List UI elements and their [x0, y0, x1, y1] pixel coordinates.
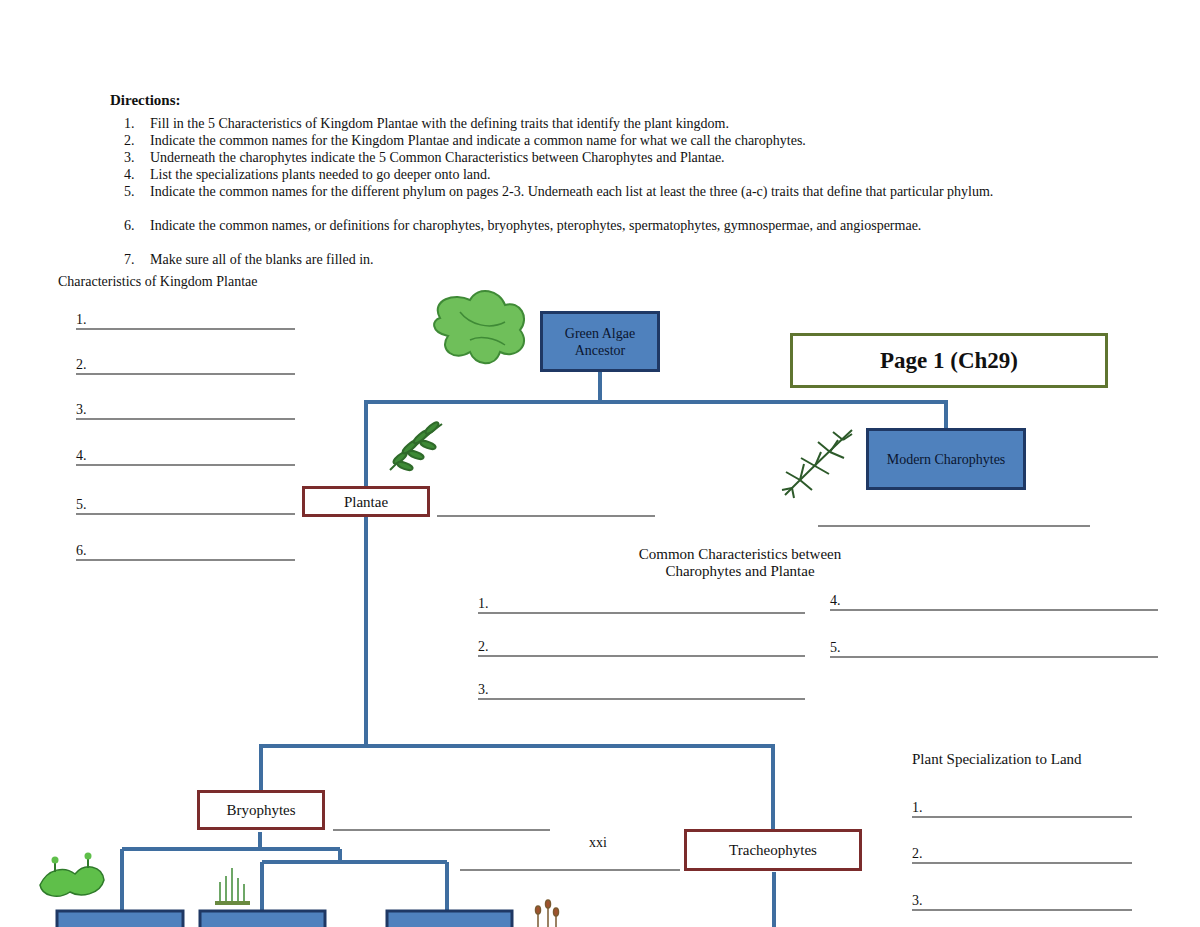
- node-text: Green Algae Ancestor: [549, 325, 651, 359]
- blank-number: 3.: [124, 150, 135, 166]
- blank-number: 6.: [124, 218, 135, 234]
- blank-number: 5.: [124, 184, 135, 200]
- blank-number: 4.: [76, 448, 87, 464]
- algae-picture: [434, 291, 524, 363]
- note-text: Indicate the common names, or definition…: [150, 218, 980, 234]
- blank-number: 1.: [76, 312, 87, 328]
- fern-picture: [390, 421, 442, 472]
- node-text: Page 1 (Ch29): [880, 348, 1018, 374]
- note-text: Plant Specialization to Land: [912, 751, 1082, 768]
- group-box: Tracheophytes: [684, 829, 862, 871]
- ancestor-box: Green Algae Ancestor: [540, 311, 660, 372]
- blank-number: 7.: [124, 252, 135, 268]
- note-text: List the specializations plants needed t…: [150, 167, 1085, 183]
- charophyte-picture: [782, 430, 852, 498]
- blank-number: 2.: [76, 357, 87, 373]
- blank-number: 3.: [912, 893, 923, 909]
- node-text: Bryophytes: [226, 801, 295, 819]
- blank-number: 2.: [124, 133, 135, 149]
- blank-number: 6.: [76, 543, 87, 559]
- blank-number: 4.: [124, 167, 135, 183]
- note-text: Characteristics of Kingdom Plantae: [58, 274, 257, 290]
- group-box: Bryophytes: [197, 790, 325, 830]
- blank-number: 2.: [478, 639, 489, 655]
- blank-number: 3.: [478, 682, 489, 698]
- blank-number: 4.: [830, 593, 841, 609]
- group-box: Modern Charophytes: [866, 428, 1026, 490]
- node-text: Modern Charophytes: [887, 451, 1006, 468]
- node-text: Tracheophytes: [729, 841, 817, 859]
- blank-number: 1.: [478, 596, 489, 612]
- note-text: Make sure all of the blanks are filled i…: [150, 252, 1085, 268]
- blank-lines: [76, 329, 1158, 910]
- blank-number: 1.: [912, 800, 923, 816]
- tree-connector: [366, 372, 600, 486]
- blank-number: xxi: [589, 835, 607, 851]
- heading-text: Directions:: [110, 92, 181, 109]
- blank-number: 5.: [830, 640, 841, 656]
- note-text: Underneath the charophytes indicate the …: [150, 150, 1085, 166]
- blank-number: 3.: [76, 402, 87, 418]
- page-title-box: Page 1 (Ch29): [790, 333, 1108, 388]
- phylum-boxes: [57, 911, 512, 927]
- blank-number: 2.: [912, 846, 923, 862]
- note-text: Fill in the 5 Characteristics of Kingdom…: [150, 116, 1085, 132]
- note-text: Indicate the common names for the Kingdo…: [150, 133, 1085, 149]
- node-text: Plantae: [344, 493, 388, 511]
- sporophyte-picture: [536, 900, 559, 927]
- moss-picture: [215, 868, 250, 903]
- blank-number: 5.: [76, 497, 87, 513]
- liverwort-picture: [40, 853, 104, 897]
- note-text: Common Characteristics between Charophyt…: [600, 546, 880, 580]
- tree-connector: [261, 517, 366, 790]
- blank-number: 1.: [124, 116, 135, 132]
- note-text: Indicate the common names for the differ…: [150, 184, 1085, 200]
- kingdom-box: Plantae: [302, 486, 430, 517]
